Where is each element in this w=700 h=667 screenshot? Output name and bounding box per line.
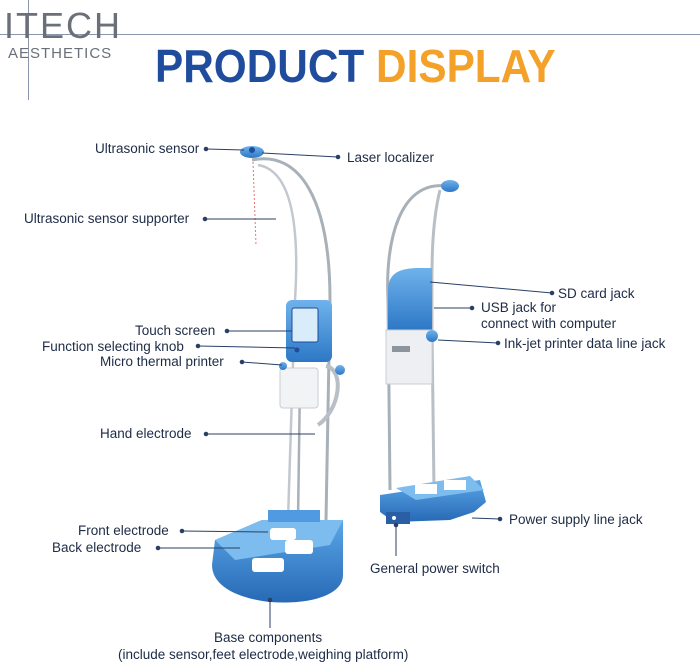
label-inkjet-printer-jack: Ink-jet printer data line jack [504,336,665,352]
label-back-electrode: Back electrode [52,540,141,556]
back-unit-illustration [380,180,486,524]
label-hand-electrode: Hand electrode [100,426,192,442]
label-function-selecting-knob: Function selecting knob [42,339,184,355]
label-usb-jack-detail: connect with computer [481,316,616,332]
label-ultrasonic-sensor: Ultrasonic sensor [95,141,199,157]
label-ultrasonic-sensor-supporter: Ultrasonic sensor supporter [24,211,189,227]
label-touch-screen: Touch screen [135,323,215,339]
label-base-components-detail: (include sensor,feet electrode,weighing … [118,647,408,663]
label-usb-jack: USB jack for [481,300,556,316]
label-micro-thermal-printer: Micro thermal printer [100,354,224,370]
label-power-supply-jack: Power supply line jack [509,512,643,528]
label-general-power-switch: General power switch [370,561,500,577]
label-laser-localizer: Laser localizer [347,150,434,166]
label-base-components: Base components [214,630,322,646]
label-front-electrode: Front electrode [78,523,169,539]
label-sd-card-jack: SD card jack [558,286,635,302]
